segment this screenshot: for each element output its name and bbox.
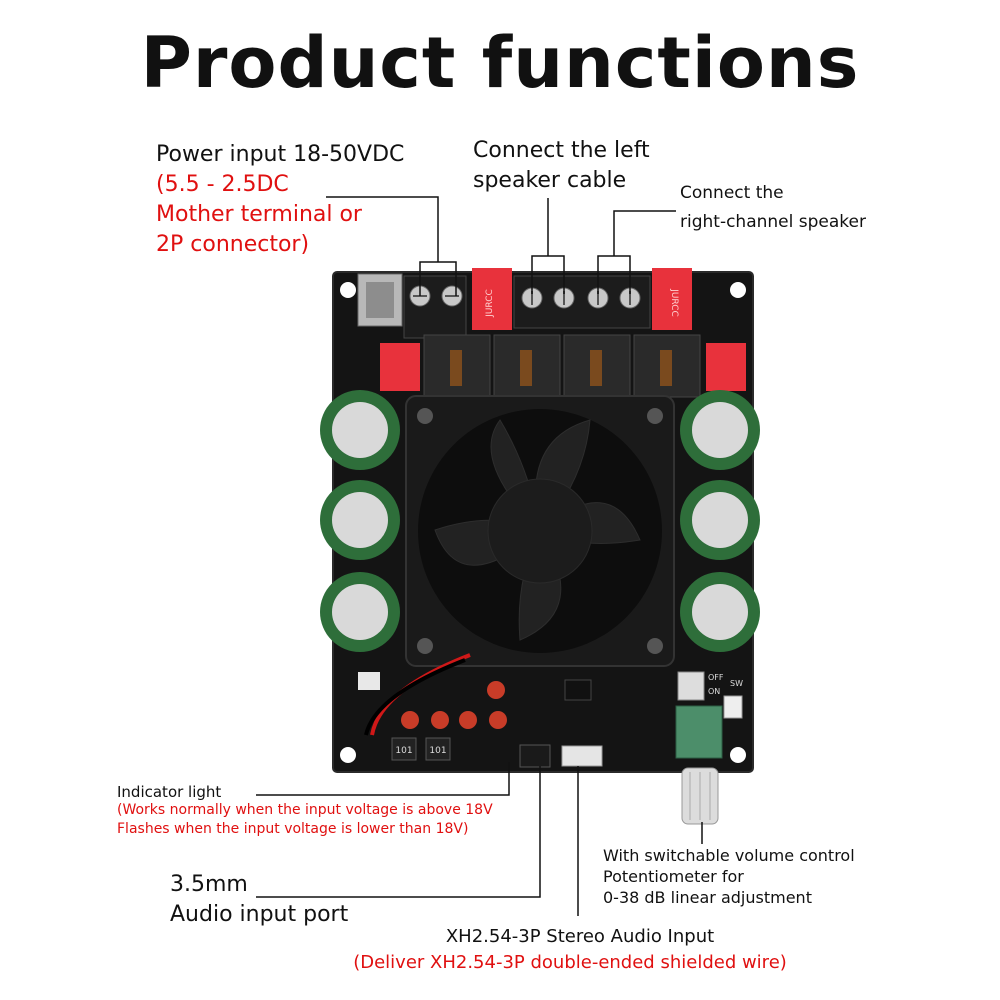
indicator-light-detail-2: Flashes when the input voltage is lower … xyxy=(117,821,469,837)
relay xyxy=(380,343,420,391)
capacitors-left xyxy=(320,390,400,652)
audio-jack xyxy=(519,744,551,768)
relay xyxy=(472,268,512,330)
power-callout-line xyxy=(326,196,439,262)
audio-jack-label-1: 3.5mm xyxy=(170,872,248,897)
power-switch xyxy=(677,671,705,701)
right-speaker-callout-line xyxy=(613,210,676,256)
xh-connector xyxy=(561,745,603,767)
ic-chip xyxy=(564,679,592,701)
inductor-code: 101 xyxy=(395,746,412,756)
right-speaker-label-2: right-channel speaker xyxy=(680,212,866,232)
power-input-detail-2: Mother terminal or xyxy=(156,202,362,227)
speaker-screws xyxy=(521,287,641,309)
audio-jack-label-2: Audio input port xyxy=(170,902,349,927)
power-terminal-block xyxy=(403,275,467,339)
left-speaker-bracket xyxy=(531,255,565,294)
potentiometer-body xyxy=(675,705,723,759)
capacitors-right xyxy=(680,390,760,652)
relay xyxy=(652,268,692,330)
power-input-detail-3: 2P connector) xyxy=(156,232,310,257)
relay-brand-text: JURCC xyxy=(669,288,679,317)
switch-off-label: OFF xyxy=(708,673,724,682)
page-title: Product functions xyxy=(140,22,860,104)
inductors xyxy=(423,334,701,398)
xh-input-label: XH2.54-3P Stereo Audio Input xyxy=(445,926,715,947)
mount-hole xyxy=(340,282,356,298)
left-speaker-label-2: speaker cable xyxy=(473,168,627,193)
small-capacitors xyxy=(401,681,507,729)
indicator-light-detail-1: (Works normally when the input voltage i… xyxy=(117,802,493,818)
power-input-detail-1: (5.5 - 2.5DC xyxy=(156,172,289,197)
xh-input-detail: (Deliver XH2.54-3P double-ended shielded… xyxy=(353,952,787,973)
fan-connector xyxy=(358,672,380,690)
power-bracket xyxy=(419,261,457,296)
audio-jack-callout-line xyxy=(256,766,541,898)
indicator-light-label: Indicator light xyxy=(117,783,222,801)
fan-wire-black xyxy=(364,658,466,736)
switch-sw-label: SW xyxy=(730,679,743,688)
left-speaker-label-1: Connect the left xyxy=(473,138,650,163)
relay xyxy=(706,343,746,391)
volume-label-1: With switchable volume control xyxy=(603,846,855,865)
right-speaker-bracket xyxy=(597,255,631,294)
board-connector xyxy=(723,695,743,719)
inductor-101 xyxy=(391,737,417,761)
cooling-fan xyxy=(405,395,675,667)
mount-hole xyxy=(340,747,356,763)
inductor-101 xyxy=(425,737,451,761)
inductor-code: 101 xyxy=(429,746,446,756)
relay-brand-text: JURCC xyxy=(485,289,495,318)
volume-label-2: Potentiometer for xyxy=(603,867,744,886)
mount-hole xyxy=(730,282,746,298)
right-speaker-label-1: Connect the xyxy=(680,183,784,203)
mount-hole xyxy=(730,747,746,763)
indicator-callout-line xyxy=(256,762,510,796)
volume-label-3: 0-38 dB linear adjustment xyxy=(603,888,812,907)
switch-on-label: ON xyxy=(708,687,720,696)
power-input-label: Power input 18-50VDC xyxy=(156,142,405,167)
